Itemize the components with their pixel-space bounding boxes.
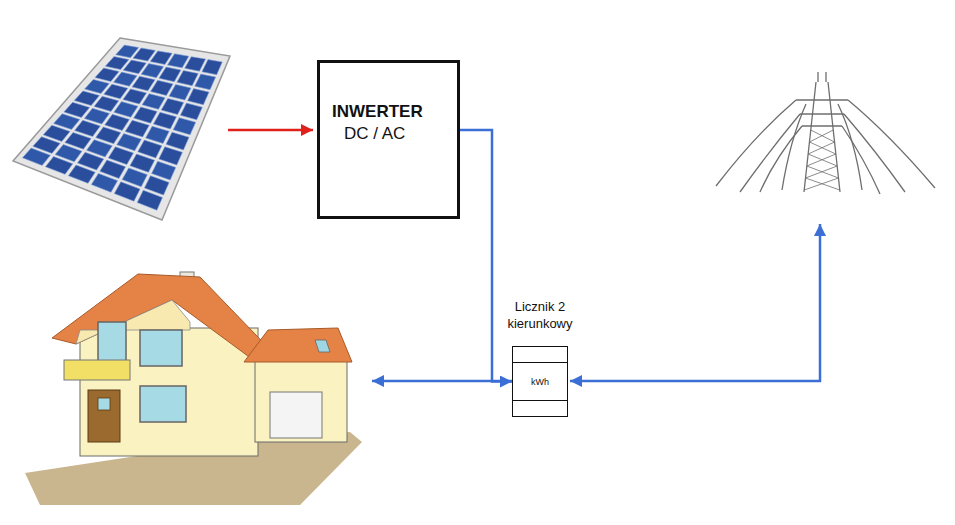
- solar-cell: [146, 126, 170, 143]
- solar-cell: [105, 114, 130, 130]
- solar-cell: [141, 64, 163, 78]
- solar-cell: [161, 98, 184, 114]
- box-heading: INWERTER: [332, 101, 447, 123]
- solar-cell: [114, 182, 140, 201]
- solar-cell: [166, 132, 189, 150]
- solar-cell: [64, 102, 90, 117]
- solar-cell: [153, 112, 176, 129]
- solar-cell: [94, 96, 119, 111]
- meter-unit: kWh: [531, 377, 549, 387]
- solar-cell: [167, 54, 188, 68]
- solar-cell: [91, 173, 117, 192]
- solar-cell: [173, 118, 196, 135]
- solar-cell: [137, 190, 162, 210]
- solar-cell: [113, 72, 137, 86]
- solar-cell: [169, 84, 191, 100]
- solar-cells: [22, 45, 222, 210]
- solar-cell: [177, 71, 198, 86]
- solar-cell: [134, 107, 158, 123]
- solar-cell: [142, 94, 165, 110]
- grid-line: [570, 224, 820, 381]
- solar-cell: [84, 108, 109, 124]
- solar-cell: [202, 60, 222, 75]
- solar-cell: [185, 57, 206, 72]
- meter-node: Licznik 2 kierunkowy kWh: [480, 298, 600, 417]
- meter-label: Licznik 2 kierunkowy: [490, 298, 590, 332]
- solar-cell: [85, 79, 110, 93]
- solar-cell: [138, 140, 162, 158]
- solar-cell: [22, 148, 50, 165]
- solar-cell: [195, 74, 216, 90]
- solar-cell: [151, 80, 173, 95]
- solar-cell: [125, 120, 149, 137]
- meter-box: kWh: [512, 346, 568, 417]
- solar-cell: [68, 165, 95, 183]
- box-subtitle: DC / AC: [332, 123, 447, 145]
- power-pylon: [716, 72, 935, 194]
- solar-cell: [123, 89, 147, 104]
- solar-cell: [188, 89, 209, 105]
- solar-cell: [45, 157, 72, 175]
- solar-cell: [159, 67, 181, 82]
- power-connector: [460, 130, 512, 382]
- solar-cell: [159, 147, 183, 165]
- inverter-box: INWERTERDC / AC: [317, 60, 460, 219]
- solar-cell: [104, 84, 128, 99]
- solar-panel: [13, 38, 230, 220]
- solar-cell: [180, 103, 202, 120]
- solar-cell: [132, 76, 155, 91]
- solar-cell: [117, 134, 142, 151]
- house: [25, 272, 362, 505]
- solar-cell: [114, 102, 138, 118]
- dc-arrow: [228, 129, 313, 132]
- meter-display: kWh: [513, 362, 567, 401]
- solar-cell: [74, 91, 99, 106]
